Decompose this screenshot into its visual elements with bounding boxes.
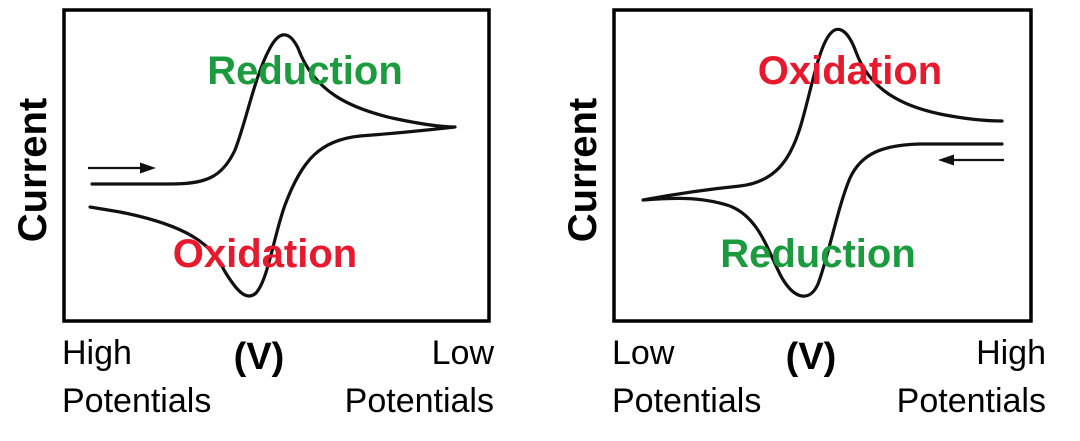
right-x-unit-label: (V) [786,336,837,378]
right-arrow-head-icon [140,162,156,174]
left-x-right-tick-line2: Potentials [345,382,494,420]
right-x-right-tick-line2: Potentials [897,382,1046,420]
right-x-left-tick-line1: Low [612,334,675,372]
right-scan-direction-arrow [938,154,1004,166]
right-oxidation-label: Oxidation [758,49,942,93]
right-x-right-tick-line1: High [976,334,1046,372]
left-y-axis-label: Current [11,98,55,242]
right-panel: Current Oxidation Reduction Low Potentia… [561,8,1046,420]
right-y-axis-label: Current [561,98,605,242]
left-x-left-tick-line1: High [62,334,132,372]
left-panel: Current Reduction Oxidation High Potenti… [11,8,495,420]
left-scan-direction-arrow [88,162,156,174]
left-x-right-tick-line1: Low [432,334,495,372]
left-plot-frame [62,8,491,323]
left-reduction-label: Reduction [207,49,403,93]
left-voltammogram-curve [88,33,457,298]
left-x-left-tick-line2: Potentials [62,382,211,420]
right-voltammogram-curve [641,27,1004,298]
left-oxidation-label: Oxidation [173,232,357,276]
left-x-unit-label: (V) [234,336,285,378]
right-plot-frame [612,8,1033,323]
right-reduction-label: Reduction [720,232,916,276]
right-x-left-tick-line2: Potentials [612,382,761,420]
left-arrow-head-icon [938,154,954,166]
